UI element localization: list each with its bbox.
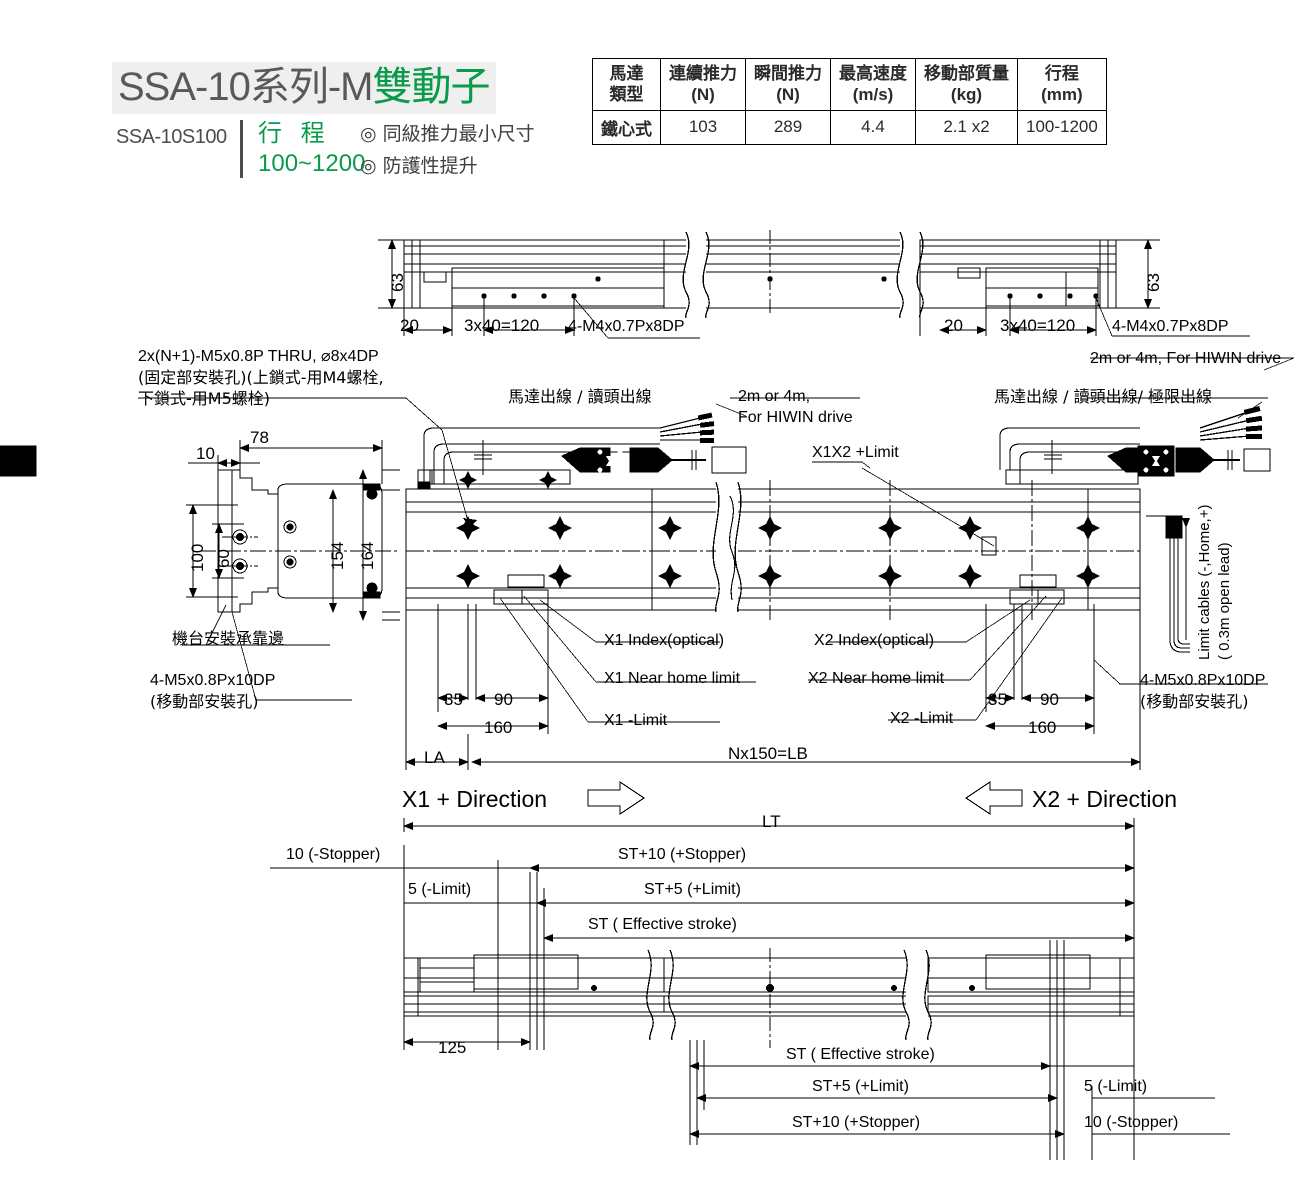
cell-peak-force: 289: [745, 109, 831, 145]
label-top-limit: ST+5 (+Limit): [644, 881, 741, 898]
label-limit-cables-1: Limit cables (-,Home,+): [1196, 504, 1213, 660]
label-carriage-screw-right-1: 4-M5x0.8Px10DP: [1140, 672, 1266, 689]
spec-table: 馬達類型 連續推力(N) 瞬間推力(N) 最高速度(m/s) 移動部質量(kg)…: [592, 58, 1107, 145]
label-x2-near-home: X2 Near home limit: [808, 670, 945, 687]
label-x2-direction: X2 + Direction: [1032, 786, 1178, 812]
th-moving-mass: 移動部質量(kg): [915, 58, 1018, 111]
label-x2-index: X2 Index(optical): [814, 632, 935, 649]
label-datum-edge: 機台安裝承靠邊: [172, 629, 285, 648]
dim-10: 10: [196, 444, 215, 463]
label-screw-top-right: 4-M4x0.7Px8DP: [1112, 318, 1229, 335]
dim-60: 60: [214, 549, 233, 568]
table-row: 鐵心式 103 289 4.4 2.1 x2 100-1200: [592, 109, 1107, 145]
label-cable-length-left-1: 2m or 4m,: [738, 388, 811, 405]
label-top-left-stopper: 10 (-Stopper): [286, 846, 381, 863]
label-bottom-stopper: ST+10 (+Stopper): [792, 1114, 921, 1131]
dim-160-right: 160: [1028, 718, 1057, 737]
th-stroke: 行程(mm): [1017, 58, 1107, 111]
dim-164: 164: [358, 541, 377, 570]
dim-160-left: 160: [484, 718, 513, 737]
th-max-speed: 最高速度(m/s): [830, 58, 916, 111]
dim-edge-right: 20: [944, 316, 963, 335]
header-divider: [240, 120, 243, 178]
label-bottom-right-limit: 5 (-Limit): [1084, 1078, 1148, 1095]
stroke-range: 100~1200: [258, 150, 366, 177]
cell-stroke: 100-1200: [1017, 109, 1107, 145]
page-title: SSA-10系列-M雙動子: [112, 62, 496, 114]
label-top-stroke: ST ( Effective stroke): [588, 916, 737, 933]
label-top-stopper: ST+10 (+Stopper): [618, 846, 747, 863]
label-x1-direction: X1 + Direction: [402, 786, 548, 812]
label-bottom-right-stopper: 10 (-Stopper): [1084, 1114, 1179, 1131]
cell-motor-type: 鐵心式: [592, 109, 661, 145]
page-title-prefix: SSA-10系列-M: [118, 65, 373, 109]
label-x1-index: X1 Index(optical): [604, 632, 725, 649]
dim-154: 154: [328, 541, 347, 570]
th-motor-type: 馬達類型: [592, 58, 661, 111]
dim-35-left: 35: [444, 690, 463, 709]
cell-moving-mass: 2.1 x2: [915, 109, 1018, 145]
stroke-label: 行 程: [258, 120, 331, 147]
dim-pitch-left: 3x40=120: [464, 316, 540, 335]
dim-height-right: 63: [1144, 273, 1163, 292]
feature-item-1: ◎ 同級推力最小尺寸: [360, 123, 535, 145]
cell-continuous-force: 103: [660, 109, 746, 145]
note-fixed-mount-line1: 2x(N+1)-M5x0.8P THRU, ⌀8x4DP: [138, 348, 379, 365]
dim-edge-left: 20: [400, 316, 419, 335]
label-cable-outlet-right: 馬達出線 / 讀頭出線/ 極限出線: [994, 387, 1213, 406]
dim-125: 125: [438, 1038, 467, 1057]
note-fixed-mount-line3: 下鎖式-用M5螺栓): [138, 389, 271, 408]
label-cable-outlet-left: 馬達出線 / 讀頭出線: [508, 387, 652, 406]
dim-90-right: 90: [1040, 690, 1059, 709]
dim-pitch-right: 3x40=120: [1000, 316, 1076, 335]
label-cable-length-left-2: For HIWIN drive: [738, 409, 853, 426]
dim-100: 100: [188, 543, 207, 572]
label-screw-top-left: 4-M4x0.7Px8DP: [568, 318, 685, 335]
dim-90-left: 90: [494, 690, 513, 709]
cell-max-speed: 4.4: [830, 109, 916, 145]
label-x1x2-plus-limit: X1X2 +Limit: [812, 444, 899, 461]
label-carriage-screw-left-2: (移動部安裝孔): [150, 692, 259, 711]
dim-height-left: 63: [388, 273, 407, 292]
label-bottom-stroke: ST ( Effective stroke): [786, 1046, 935, 1063]
label-top-left-limit: 5 (-Limit): [408, 881, 472, 898]
feature-item-2: ◎ 防護性提升: [360, 155, 478, 177]
dim-LA: LA: [424, 748, 445, 767]
label-x1-near-home: X1 Near home limit: [604, 670, 741, 687]
dim-78: 78: [250, 428, 269, 447]
dim-35-right: 35: [988, 690, 1007, 709]
page-title-suffix: 雙動子: [372, 65, 491, 109]
label-carriage-screw-right-2: (移動部安裝孔): [1140, 692, 1249, 711]
label-x2-minus-limit: X2 -Limit: [890, 710, 954, 727]
label-cable-length-right: 2m or 4m, For HIWIN drive: [1090, 350, 1282, 367]
model-code: SSA-10S100: [116, 126, 227, 148]
table-header-row: 馬達類型 連續推力(N) 瞬間推力(N) 最高速度(m/s) 移動部質量(kg)…: [592, 58, 1107, 111]
dim-LB: Nx150=LB: [728, 744, 808, 763]
label-limit-cables-2: ( 0.3m open lead): [1216, 542, 1233, 660]
note-fixed-mount-line2: (固定部安裝孔)(上鎖式-用M4螺栓,: [138, 368, 384, 387]
label-x1-minus-limit: X1 -Limit: [604, 712, 668, 729]
th-peak-force: 瞬間推力(N): [745, 58, 831, 111]
label-carriage-screw-left-1: 4-M5x0.8Px10DP: [150, 672, 276, 689]
dim-LT: LT: [762, 812, 781, 831]
label-bottom-limit: ST+5 (+Limit): [812, 1078, 909, 1095]
